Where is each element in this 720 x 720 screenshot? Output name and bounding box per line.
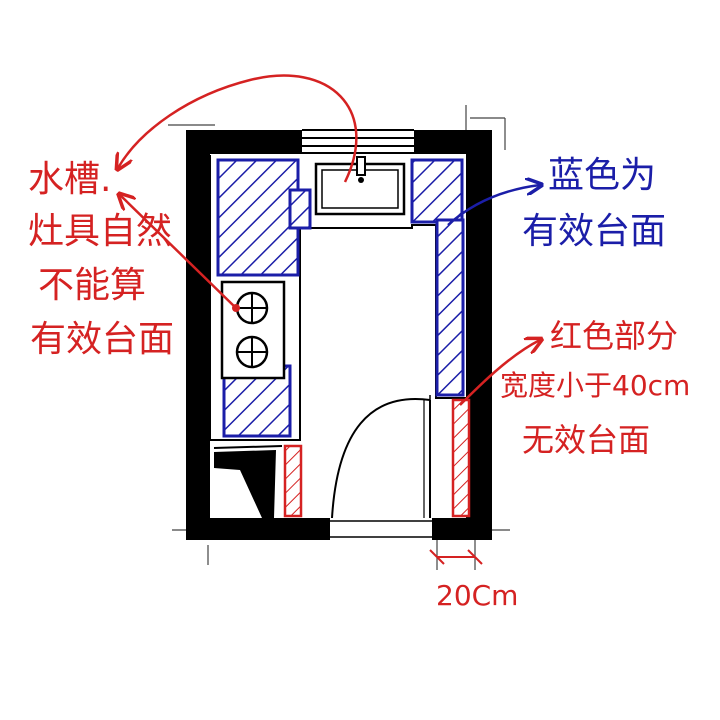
- sink-icon: [314, 156, 406, 216]
- note-left-line3: 不能算: [38, 265, 147, 306]
- dimension-label: 20Cm: [436, 579, 519, 612]
- note-red-line3: 无效台面: [522, 421, 651, 459]
- blue-arrow: [447, 185, 540, 226]
- bottom-wall-left: [186, 518, 330, 540]
- door-swing-icon: [331, 398, 431, 519]
- note-blue-line1: 蓝色为: [548, 155, 657, 196]
- doorway-opening: [330, 520, 432, 538]
- dimension-mark: [429, 549, 483, 565]
- invalid-counter-left: [283, 444, 303, 518]
- window: [302, 129, 414, 154]
- stove-arrow: [120, 195, 237, 309]
- valid-counter-left-top: [216, 158, 300, 277]
- invalid-counter-right: [451, 398, 471, 518]
- note-blue-line2: 有效台面: [522, 211, 667, 252]
- valid-counter-corner: [288, 188, 312, 230]
- appliance-block: [214, 450, 276, 518]
- valid-counter-right: [435, 218, 465, 397]
- sink-arrow: [118, 74, 358, 183]
- stove-burner-icon: [235, 291, 269, 325]
- note-left-line4: 有效台面: [30, 319, 175, 360]
- faucet-icon: [356, 156, 366, 183]
- valid-counter-right-top: [410, 158, 464, 224]
- bottom-wall-right: [432, 518, 492, 540]
- note-left-line1: 水槽.: [28, 159, 112, 200]
- left-wall: [186, 130, 210, 540]
- note-red-line1: 红色部分: [550, 317, 679, 355]
- note-red-line2: 宽度小于40cm: [500, 369, 691, 402]
- stove: [220, 280, 286, 380]
- stove-burner-icon: [235, 335, 269, 369]
- note-left-line2: 灶具自然: [28, 211, 173, 252]
- red-arrow: [459, 340, 540, 406]
